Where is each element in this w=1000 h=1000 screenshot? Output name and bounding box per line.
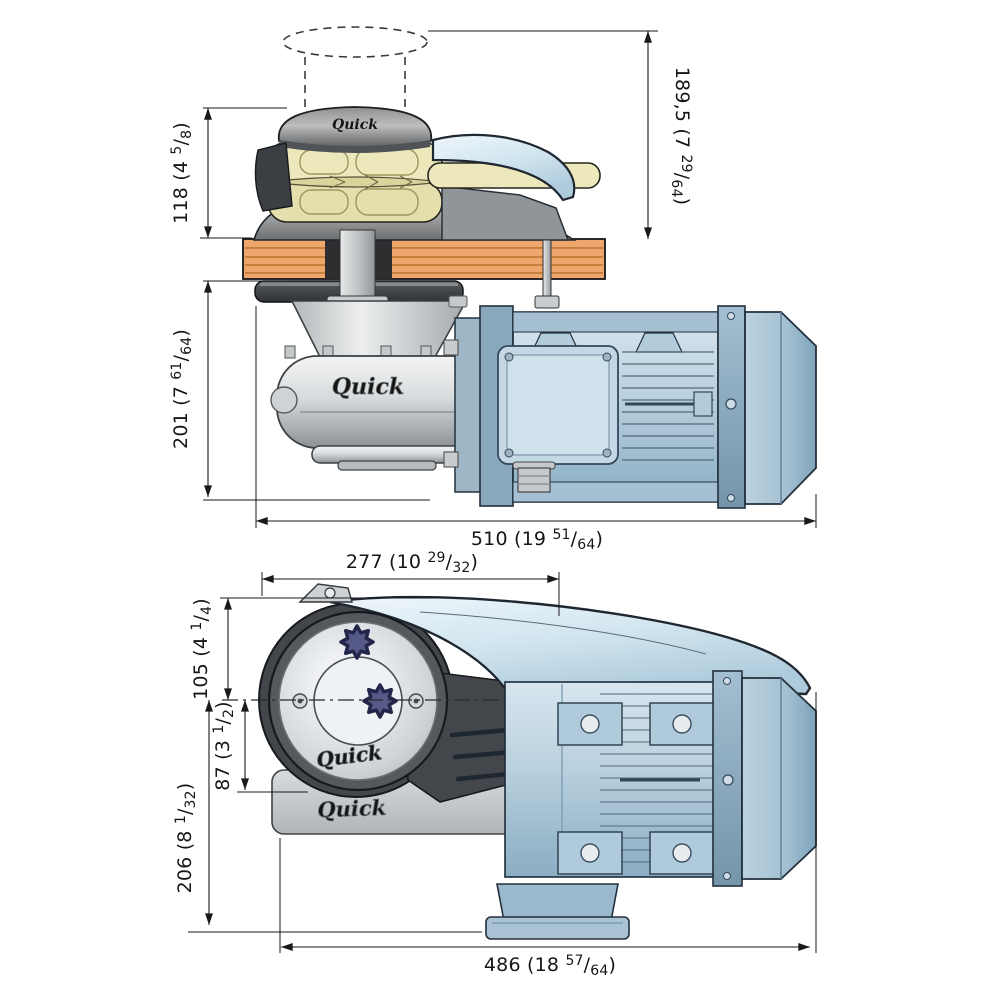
chain-pocket-marks	[329, 174, 413, 190]
dimension-201: 201 (7 61/64)	[169, 280, 430, 501]
clutch-knob-center	[362, 683, 398, 719]
deck-stud	[534, 239, 560, 309]
clutch-knob-upper	[339, 624, 375, 660]
motor-clip	[693, 391, 713, 417]
top-cap: Quick	[277, 106, 433, 153]
dimension-189-5: 189,5 (7 29/64)	[428, 30, 694, 239]
motor-end-cap	[744, 311, 817, 505]
cable-gland	[512, 461, 556, 493]
dimension-105: 105 (4 1/4)	[189, 597, 447, 700]
chain-stripper	[254, 142, 293, 212]
drum-screw-dot	[297, 698, 303, 704]
svg-text:486 (18 57/64): 486 (18 57/64)	[484, 953, 616, 979]
dimension-118: 118 (4 5/8)	[169, 107, 287, 239]
motor-feet	[557, 702, 715, 875]
svg-text:206 (8 1/32): 206 (8 1/32)	[173, 783, 199, 894]
svg-text:189,5 (7 29/64): 189,5 (7 29/64)	[668, 67, 694, 205]
brand-logo-base: Quick	[317, 795, 387, 822]
chain-link	[355, 188, 419, 216]
brand-logo-cap: Quick	[332, 117, 378, 133]
chain-link	[299, 189, 349, 215]
motor-top-rail	[512, 311, 719, 333]
dimension-206: 206 (8 1/32)	[173, 700, 482, 933]
svg-text:510 (19 51/64): 510 (19 51/64)	[471, 527, 603, 553]
svg-text:277 (10 29/32): 277 (10 29/32)	[346, 550, 478, 576]
motor-fins	[622, 351, 714, 461]
dimension-87: 87 (3 1/2)	[211, 700, 308, 793]
plan-view: Quick	[173, 550, 817, 979]
electric-motor-side	[443, 305, 817, 509]
gypsy-drum-plan: Quick	[267, 610, 449, 792]
motor-end-band	[717, 305, 746, 509]
cover-lower-shell	[441, 185, 570, 241]
svg-text:105 (4 1/4): 105 (4 1/4)	[189, 598, 215, 700]
chain-cover-gloss	[431, 133, 576, 202]
svg-text:87 (3 1/2): 87 (3 1/2)	[211, 701, 237, 790]
side-view: Quick	[169, 26, 817, 553]
svg-text:201 (7 61/64): 201 (7 61/64)	[169, 329, 195, 449]
motor-flange	[443, 305, 514, 507]
dimension-277: 277 (10 29/32)	[261, 550, 560, 616]
brand-logo-gearbox: Quick	[332, 374, 404, 400]
dimension-486: 486 (18 57/64)	[279, 692, 817, 979]
gloss-reflection-line	[419, 611, 707, 655]
svg-text:118 (4 5/8): 118 (4 5/8)	[169, 122, 195, 224]
gloss-cover-plan	[329, 595, 812, 698]
electric-motor-plan	[485, 670, 817, 940]
chain-gypsy	[267, 141, 443, 223]
dimension-510: 510 (19 51/64)	[255, 306, 817, 553]
cover-latch	[298, 583, 353, 603]
cap-rim	[279, 140, 431, 153]
junction-box-plan	[485, 883, 630, 940]
junction-box	[497, 345, 619, 465]
motor-end-cap-plan	[741, 677, 817, 880]
chain-clearance-dashed-outline	[282, 26, 428, 107]
motor-end-band-plan	[712, 670, 743, 887]
drum-screw-dot	[413, 698, 419, 704]
